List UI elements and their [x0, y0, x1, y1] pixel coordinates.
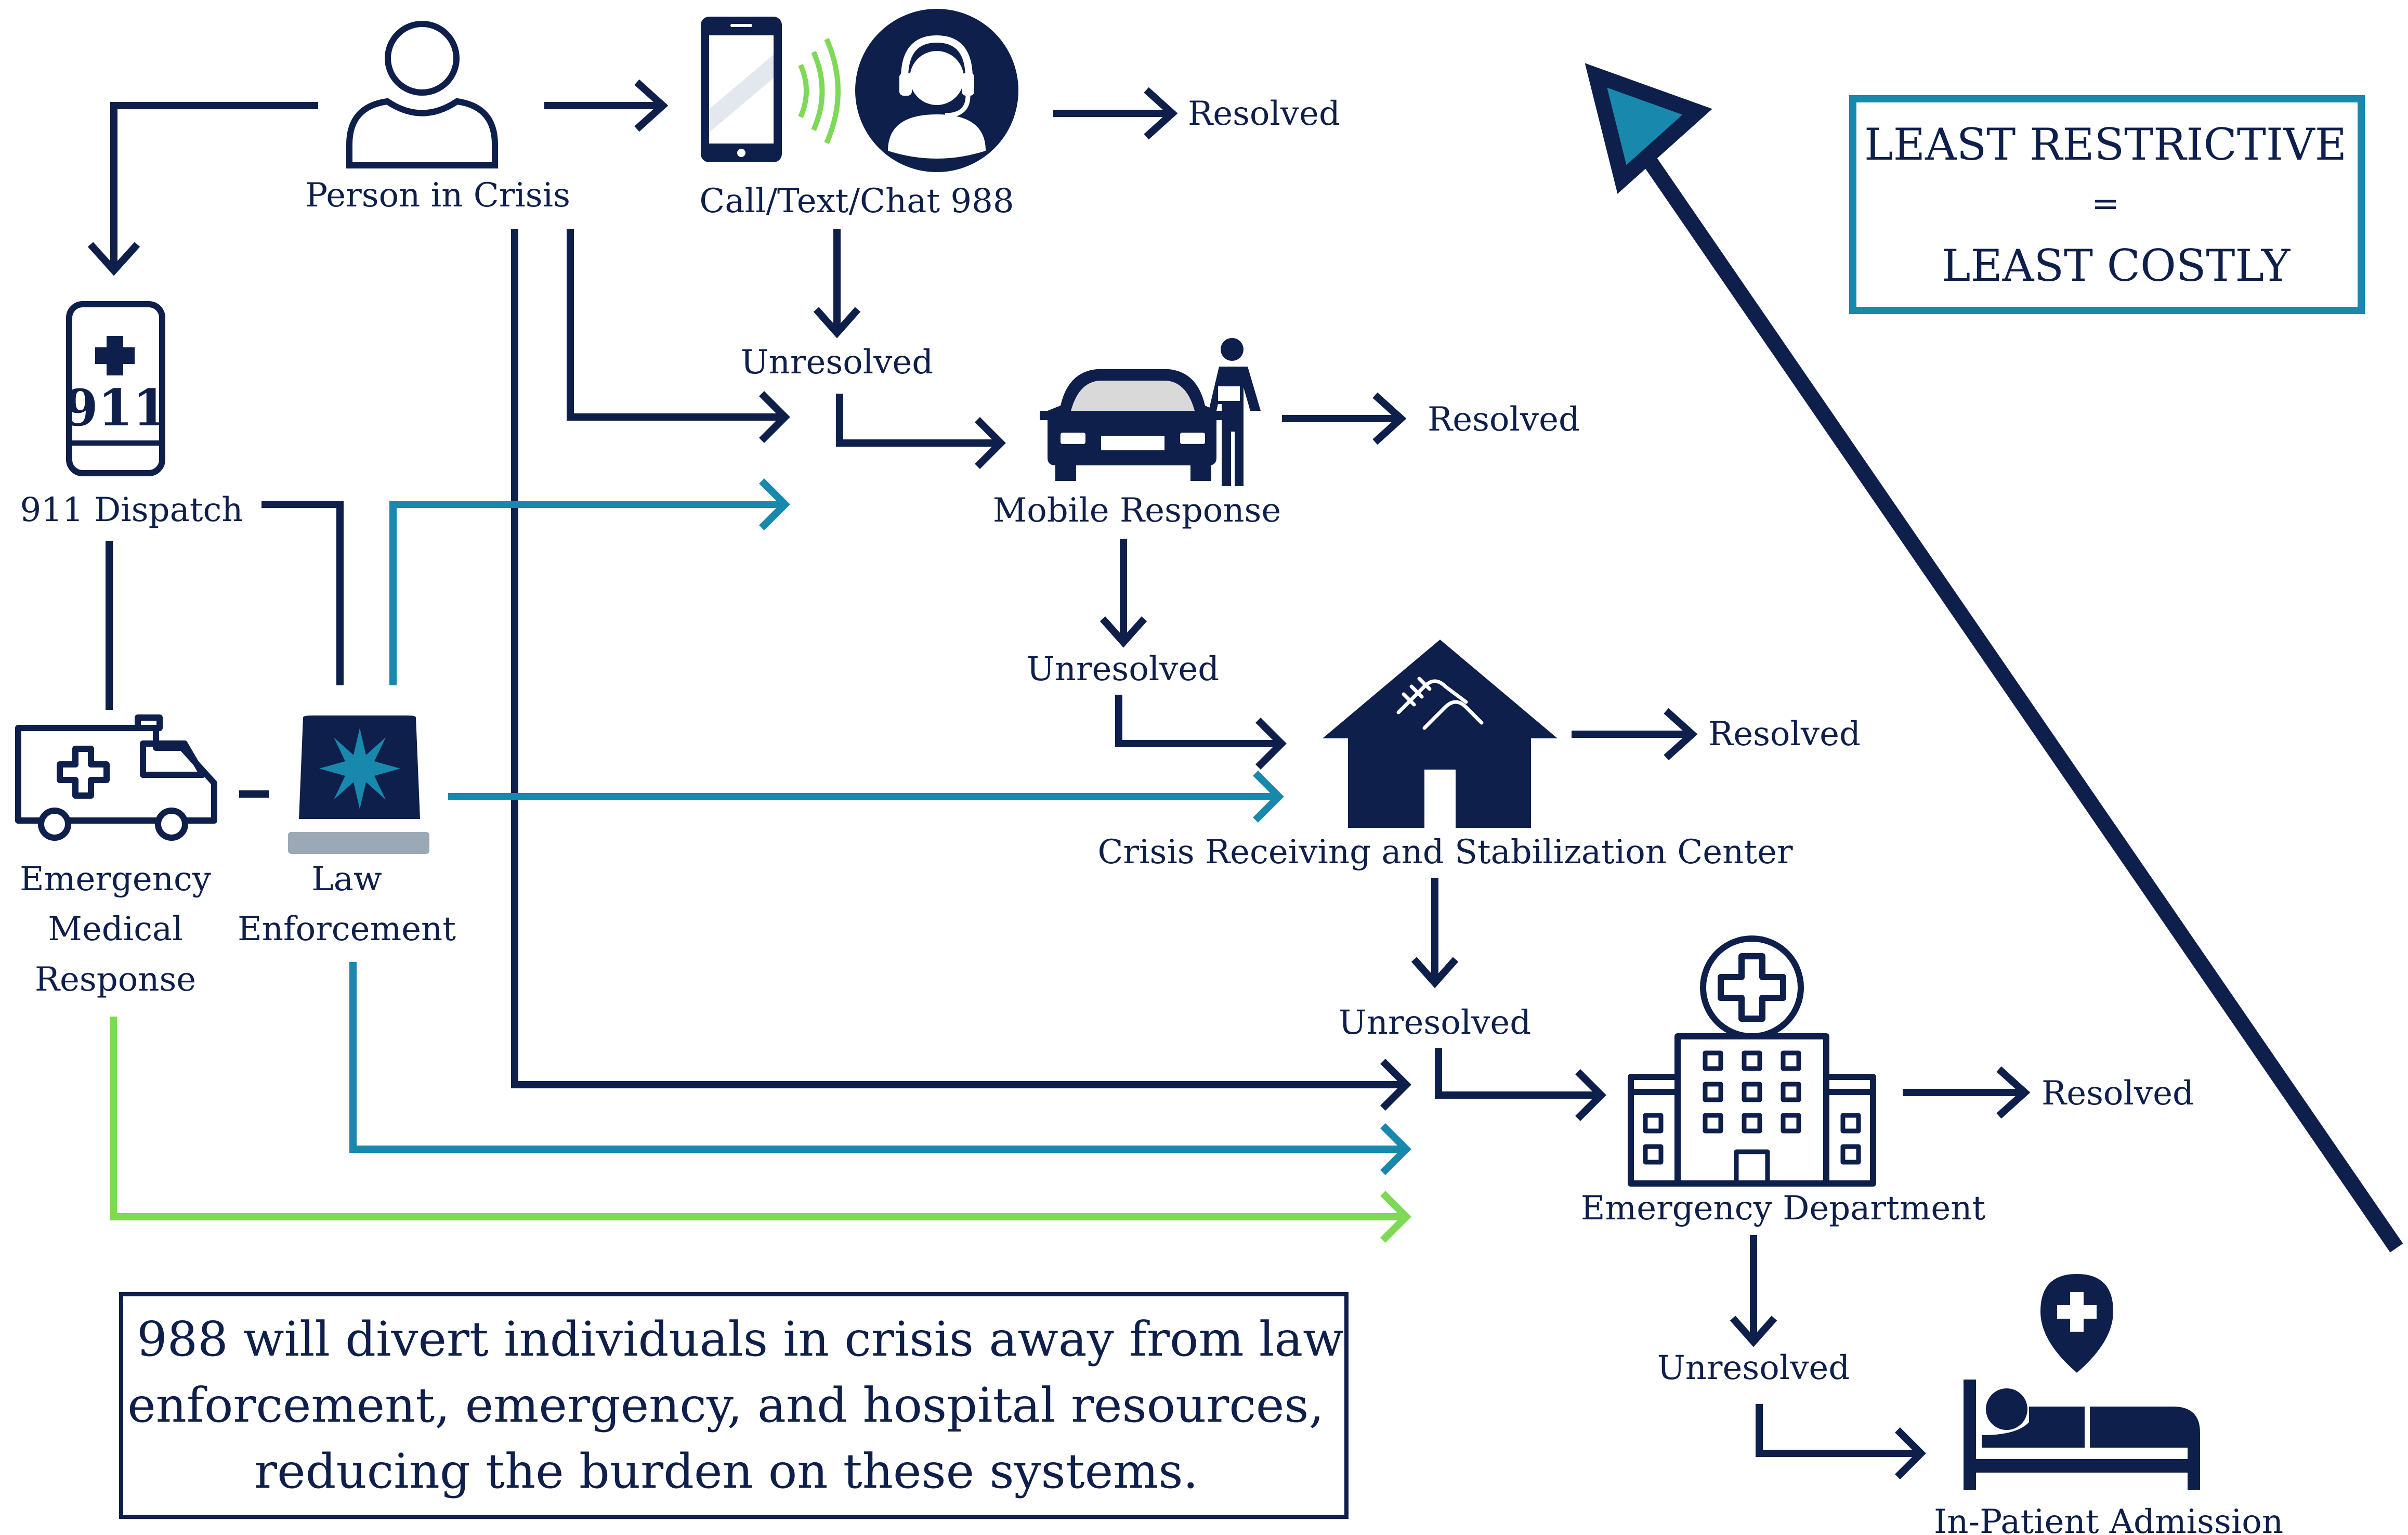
- label-law-line-2: Enforcement: [238, 910, 456, 948]
- headset-agent-icon: [855, 9, 1018, 172]
- arrowhead: [1895, 1427, 1926, 1479]
- arrow-unresolved-to-ed: [1435, 1048, 1599, 1099]
- label-ed-unresolved: Unresolved: [1657, 1349, 1850, 1387]
- arrow-unresolved-to-mobile: [836, 394, 998, 447]
- label-law-line-1: Law: [311, 860, 382, 899]
- arrowhead: [1253, 771, 1284, 823]
- arrowhead: [1996, 1066, 2031, 1119]
- arrowhead: [759, 391, 790, 443]
- arrow-unresolved-to-inpatient: [1756, 1404, 1918, 1457]
- label-in-patient-admission: In-Patient Admission: [1934, 1503, 2283, 1535]
- arrowhead: [87, 242, 140, 276]
- arrow-person-to-ed: [511, 229, 1404, 1088]
- label-crisis-resolved: Resolved: [1708, 715, 1861, 753]
- least-restrictive-line-3: LEAST COSTLY: [1942, 240, 2291, 291]
- arrow-ems-to-ed: [110, 1017, 1404, 1220]
- arrowhead: [634, 79, 669, 132]
- arrowhead: [1144, 87, 1178, 140]
- car-icon: [1040, 369, 1226, 481]
- arrowhead: [1664, 708, 1698, 761]
- medical-pin-icon: [2040, 1274, 2113, 1373]
- arrowhead: [1411, 957, 1459, 988]
- police-siren-icon: [288, 716, 429, 854]
- note-line-3: reducing the burden on these systems.: [254, 1443, 1198, 1499]
- arrow-unresolved-to-crisis: [1115, 695, 1279, 747]
- least-restrictive-line-1: LEAST RESTRICTIVE: [1864, 119, 2347, 170]
- label-mobile-response: Mobile Response: [993, 491, 1281, 530]
- label-911-dispatch: 911 Dispatch: [20, 491, 243, 529]
- arrowhead: [813, 307, 861, 339]
- house-handshake-icon: [1323, 640, 1558, 828]
- ambulance-icon: [15, 714, 217, 841]
- smartphone-icon: [701, 17, 782, 162]
- least-restrictive-arrow-shaft: [1641, 154, 2403, 1253]
- note-line-2: enforcement, emergency, and hospital res…: [127, 1377, 1324, 1433]
- arrowhead: [1380, 1123, 1411, 1175]
- label-988-unresolved: Unresolved: [741, 343, 933, 382]
- signal-waves-icon: [798, 37, 841, 145]
- label-ed-resolved: Resolved: [2041, 1074, 2194, 1113]
- person-icon: [346, 21, 498, 168]
- note-line-1: 988 will divert individuals in crisis aw…: [137, 1311, 1344, 1367]
- label-call-988: Call/Text/Chat 988: [699, 182, 1014, 220]
- note-box: [119, 1292, 1349, 1519]
- arrowhead: [1730, 1316, 1777, 1347]
- label-ems-line-3: Response: [35, 960, 196, 999]
- label-emergency-department: Emergency Department: [1581, 1189, 1986, 1228]
- least-restrictive-line-2: =: [2091, 185, 2119, 223]
- label-988-resolved: Resolved: [1188, 95, 1340, 133]
- label-ems-line-1: Emergency: [20, 860, 211, 899]
- line-911-to-law: [261, 501, 344, 685]
- arrowhead: [975, 417, 1006, 469]
- arrowhead: [1380, 1059, 1411, 1111]
- arrowhead: [1100, 616, 1147, 648]
- label-mobile-unresolved: Unresolved: [1027, 650, 1219, 688]
- arrowhead: [1372, 392, 1407, 445]
- label-person-in-crisis: Person in Crisis: [305, 176, 570, 215]
- arrowhead: [759, 478, 790, 530]
- label-ems-line-2: Medical: [48, 910, 182, 948]
- arrow-law-to-ed: [349, 962, 1404, 1153]
- arrowhead: [1255, 718, 1287, 770]
- responder-icon: [1209, 338, 1261, 486]
- 911-phone-text: 911: [63, 379, 167, 437]
- label-mobile-resolved: Resolved: [1428, 400, 1580, 439]
- hospital-bed-icon: [1964, 1380, 2200, 1490]
- 911-phone-icon: [66, 301, 165, 476]
- label-crisis-unresolved: Unresolved: [1339, 1004, 1531, 1042]
- arrow-person-to-mobile: [567, 229, 782, 421]
- connectors: [87, 79, 2403, 1479]
- least-restrictive-box: [1849, 95, 2365, 314]
- label-crisis-center: Crisis Receiving and Stabilization Cente…: [1097, 833, 1793, 871]
- arrowhead: [1575, 1069, 1606, 1121]
- least-restrictive-arrowhead: [1585, 63, 1712, 194]
- hospital-icon: [1628, 935, 1876, 1187]
- arrow-person-to-911: [110, 102, 318, 268]
- arrow-law-to-mobile: [389, 501, 782, 685]
- arrowhead: [1380, 1191, 1411, 1243]
